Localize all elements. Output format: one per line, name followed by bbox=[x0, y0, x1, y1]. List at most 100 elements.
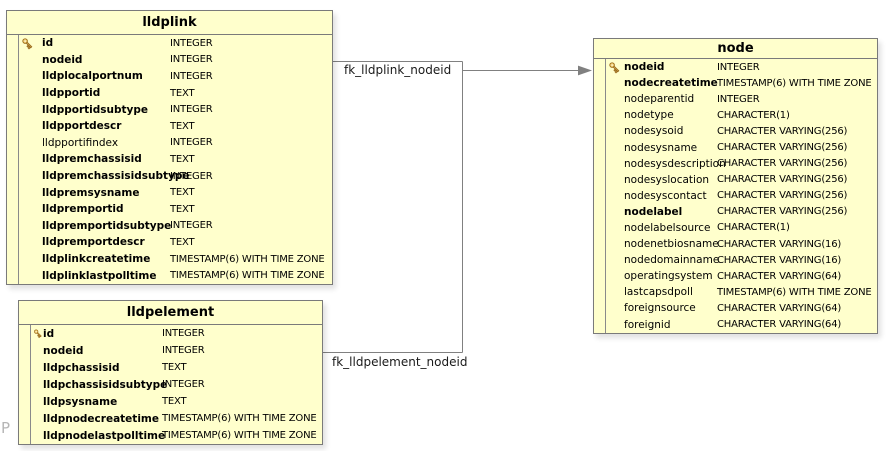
column-name: foreignsource bbox=[624, 302, 696, 315]
column-type: INTEGER bbox=[170, 54, 213, 66]
column-name: nodesysoid bbox=[624, 125, 684, 138]
column-type: TIMESTAMP(6) WITH TIME ZONE bbox=[170, 270, 325, 282]
column-type: CHARACTER VARYING(16) bbox=[717, 254, 842, 266]
column-name: nodetype bbox=[624, 109, 674, 122]
row-gutter bbox=[7, 200, 19, 218]
column-name: nodesyslocation bbox=[624, 173, 710, 186]
column-type: INTEGER bbox=[170, 137, 213, 149]
primary-key-cell bbox=[31, 327, 43, 340]
row-gutter bbox=[19, 325, 31, 342]
column-row: lldpremsysname TEXT bbox=[7, 184, 332, 201]
column-name: lldpremportidsubtype bbox=[42, 219, 172, 232]
column-type: TEXT bbox=[170, 236, 195, 248]
relationship-label-fk-lldpelement-nodeid: fk_lldpelement_nodeid bbox=[332, 355, 468, 369]
row-gutter bbox=[594, 91, 606, 108]
row-gutter bbox=[7, 101, 19, 118]
row-gutter bbox=[594, 236, 606, 253]
column-type: CHARACTER VARYING(256) bbox=[717, 125, 848, 137]
row-gutter bbox=[19, 342, 31, 359]
key-icon bbox=[22, 38, 33, 50]
row-gutter bbox=[594, 155, 606, 172]
row-gutter bbox=[7, 68, 19, 85]
column-name: operatingsystem bbox=[624, 270, 713, 283]
column-type: TIMESTAMP(6) WITH TIME ZONE bbox=[170, 253, 325, 265]
row-gutter bbox=[7, 217, 19, 235]
row-gutter bbox=[594, 203, 606, 220]
column-type: INTEGER bbox=[170, 170, 213, 182]
column-type: CHARACTER VARYING(64) bbox=[717, 302, 842, 314]
column-name: lldpremsysname bbox=[42, 186, 140, 199]
row-gutter bbox=[7, 84, 19, 102]
column-name: lldpchassisidsubtype bbox=[43, 378, 168, 391]
column-name: lldpportidsubtype bbox=[42, 103, 149, 116]
row-gutter bbox=[594, 300, 606, 317]
column-name: lldpremportdescr bbox=[42, 236, 145, 249]
column-name: lldpportifindex bbox=[42, 136, 119, 149]
column-type: TIMESTAMP(6) WITH TIME ZONE bbox=[717, 286, 872, 298]
column-name: nodelabel bbox=[624, 205, 683, 218]
column-name: lldpremportid bbox=[42, 203, 124, 216]
row-gutter bbox=[594, 171, 606, 188]
column-type: TEXT bbox=[170, 120, 195, 132]
row-gutter bbox=[7, 134, 19, 152]
row-gutter bbox=[594, 75, 606, 92]
entity-title: lldplink bbox=[7, 11, 332, 35]
column-type: INTEGER bbox=[162, 328, 205, 339]
column-row: foreignsource CHARACTER VARYING(64) bbox=[594, 300, 877, 317]
column-type: CHARACTER VARYING(64) bbox=[717, 270, 842, 282]
row-gutter bbox=[19, 427, 31, 444]
column-name: lldpchassisid bbox=[43, 361, 120, 374]
column-name: lastcapsdpoll bbox=[624, 286, 693, 299]
column-type: CHARACTER VARYING(256) bbox=[717, 190, 848, 202]
watermark: P bbox=[1, 419, 11, 437]
arrowhead-icon bbox=[578, 65, 592, 76]
column-type: INTEGER bbox=[717, 93, 760, 105]
column-row: lastcapsdpoll TIMESTAMP(6) WITH TIME ZONE bbox=[594, 284, 877, 301]
primary-key-cell bbox=[19, 37, 42, 50]
column-row: lldpremportdescr TEXT bbox=[7, 234, 332, 251]
column-name: nodelabelsource bbox=[624, 221, 711, 234]
column-type: INTEGER bbox=[170, 220, 213, 232]
column-name: nodeid bbox=[42, 53, 83, 66]
column-type: INTEGER bbox=[717, 61, 760, 73]
row-gutter bbox=[7, 167, 19, 185]
column-name: nodeid bbox=[624, 61, 665, 74]
column-name: lldpnodelastpolltime bbox=[43, 429, 166, 442]
column-type: CHARACTER(1) bbox=[717, 222, 790, 234]
column-row: lldpportifindex INTEGER bbox=[7, 134, 332, 152]
column-name: nodesysname bbox=[624, 141, 698, 154]
entity-title: node bbox=[594, 39, 877, 59]
column-type: TEXT bbox=[170, 187, 195, 199]
column-row: operatingsystem CHARACTER VARYING(64) bbox=[594, 268, 877, 285]
column-type: TEXT bbox=[170, 153, 195, 165]
column-name: id bbox=[42, 37, 54, 50]
column-name: nodeid bbox=[43, 344, 84, 357]
row-gutter bbox=[7, 267, 19, 284]
row-gutter bbox=[7, 234, 19, 251]
